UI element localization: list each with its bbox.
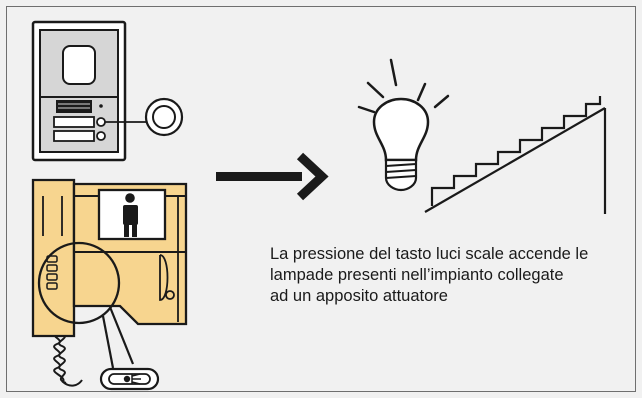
caption-line-2: lampade presenti nell’impianto collegate (270, 266, 564, 284)
door-station-icon (31, 20, 184, 162)
caption-line-1: La pressione del tasto luci scale accend… (270, 245, 589, 263)
staircase-icon (424, 96, 607, 214)
speaker-grille-icon (56, 100, 92, 113)
caption-line-3: ad un apposito attuatore (270, 287, 448, 305)
person-icon (123, 193, 138, 237)
video-handset-icon (31, 178, 188, 391)
door-push-button-icon (144, 97, 184, 137)
caption-text: La pressione del tasto luci scale accend… (270, 244, 620, 307)
arrow-right-icon (216, 152, 329, 201)
light-bulb-icon (357, 58, 450, 192)
earpiece-slots-icon (46, 255, 58, 290)
stair-light-key-icon (99, 367, 160, 391)
